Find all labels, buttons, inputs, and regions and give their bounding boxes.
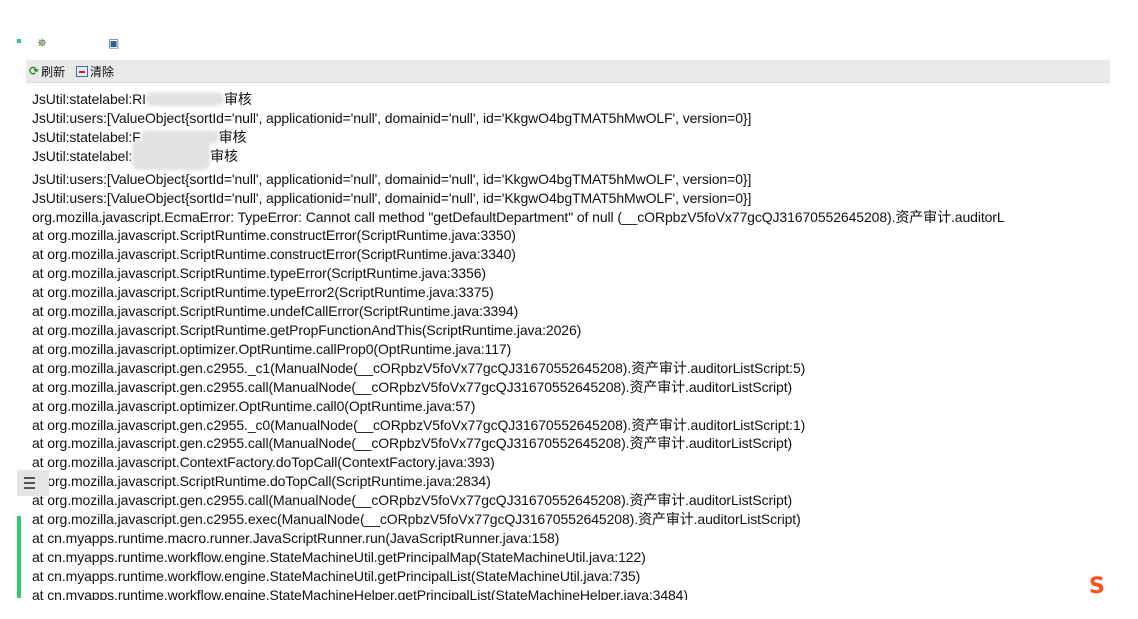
- log-text: at org.mozilla.javascript.ScriptRuntime.…: [32, 246, 516, 263]
- log-line: org.mozilla.javascript.EcmaError: TypeEr…: [32, 208, 1122, 227]
- monitor-icon[interactable]: ▣: [108, 36, 120, 50]
- log-line: at org.mozilla.javascript.ScriptRuntime.…: [32, 245, 1122, 264]
- log-text: 审核: [223, 91, 252, 107]
- log-text: JsUtil:users:[ValueObject{sortId='null',…: [32, 109, 752, 126]
- log-line: at org.mozilla.javascript.ScriptRuntime.…: [32, 283, 1122, 302]
- log-text: at org.mozilla.javascript.ScriptRuntime.…: [32, 284, 494, 301]
- log-line: at org.mozilla.javascript.ScriptRuntime.…: [32, 226, 1122, 245]
- log-text: 审核: [218, 128, 247, 145]
- clear-label: 清除: [90, 64, 115, 79]
- log-text: JsUtil:statelabel:RI: [32, 91, 146, 107]
- window-marker: [17, 39, 21, 43]
- log-text: 审核: [210, 147, 238, 164]
- log-text: at org.mozilla.javascript.gen.c2955._c1(…: [32, 359, 806, 376]
- log-text: at org.mozilla.javascript.gen.c2955.call…: [32, 435, 793, 452]
- log-line: JsUtil:users:[ValueObject{sortId='null',…: [32, 189, 1122, 208]
- log-text: at org.mozilla.javascript.ScriptRuntime.…: [32, 321, 582, 338]
- log-line: at cn.myapps.runtime.macro.runner.JavaSc…: [32, 529, 1122, 548]
- log-line: at org.mozilla.javascript.ScriptRuntime.…: [32, 302, 1122, 321]
- log-text: at org.mozilla.javascript.gen.c2955.call…: [32, 492, 793, 509]
- log-line: at cn.myapps.runtime.workflow.engine.Sta…: [32, 586, 1122, 600]
- log-output[interactable]: JsUtil:statelabel:RI 审核 JsUtil:users:[Val…: [32, 90, 1122, 600]
- log-text: at org.mozilla.javascript.gen.c2955._c0(…: [32, 416, 806, 433]
- log-line: at org.mozilla.javascript.gen.c2955.exec…: [32, 510, 1122, 529]
- log-text: at cn.myapps.runtime.workflow.engine.Sta…: [32, 548, 646, 565]
- log-text: at org.mozilla.javascript.ContextFactory…: [32, 454, 495, 471]
- log-text: JsUtil:users:[ValueObject{sortId='null',…: [32, 170, 752, 187]
- log-text: at org.mozilla.javascript.ScriptRuntime.…: [32, 227, 516, 244]
- log-text: at org.mozilla.javascript.gen.c2955.call…: [32, 378, 793, 395]
- log-text: at org.mozilla.javascript.optimizer.OptR…: [32, 397, 476, 414]
- console-toolbar: ⟳ 刷新 清除: [26, 60, 1110, 83]
- log-line: at org.mozilla.javascript.ContextFactory…: [32, 453, 1122, 472]
- log-text: JsUtil:statelabel:: [32, 147, 133, 164]
- log-line: at org.mozilla.javascript.optimizer.OptR…: [32, 340, 1122, 359]
- log-line: at org.mozilla.javascript.optimizer.OptR…: [32, 397, 1122, 416]
- clear-icon: [76, 65, 88, 77]
- redacted-region: [132, 139, 211, 170]
- refresh-icon: ⟳: [29, 64, 40, 78]
- clear-button[interactable]: 清除: [76, 63, 114, 79]
- sogou-logo-icon[interactable]: S: [1089, 574, 1105, 599]
- log-text: at cn.myapps.runtime.workflow.engine.Sta…: [32, 586, 688, 600]
- log-text: JsUtil:statelabel:F: [32, 128, 141, 145]
- log-text: at org.mozilla.javascript.ScriptRuntime.…: [32, 265, 486, 282]
- redacted-region: [145, 92, 224, 106]
- log-text: at cn.myapps.runtime.workflow.engine.Sta…: [32, 567, 641, 584]
- log-line: JsUtil:users:[ValueObject{sortId='null',…: [32, 170, 1122, 189]
- log-line: at org.mozilla.javascript.ScriptRuntime.…: [32, 264, 1122, 283]
- log-text: at org.mozilla.javascript.gen.c2955.exec…: [32, 511, 801, 528]
- log-line: at org.mozilla.javascript.ScriptRuntime.…: [32, 472, 1122, 491]
- log-line: at org.mozilla.javascript.gen.c2955.call…: [32, 491, 1122, 510]
- log-line: at cn.myapps.runtime.workflow.engine.Sta…: [32, 567, 1122, 586]
- log-line: at org.mozilla.javascript.gen.c2955._c1(…: [32, 359, 1122, 378]
- log-text: org.mozilla.javascript.EcmaError: TypeEr…: [32, 208, 1005, 225]
- log-text: at cn.myapps.runtime.macro.runner.JavaSc…: [32, 529, 560, 546]
- side-status-marker: [17, 516, 21, 598]
- log-line: at org.mozilla.javascript.gen.c2955._c0(…: [32, 416, 1122, 435]
- log-text: at org.mozilla.javascript.ScriptRuntime.…: [32, 473, 491, 490]
- log-line: at org.mozilla.javascript.gen.c2955.call…: [32, 378, 1122, 397]
- bug-icon[interactable]: ✵: [37, 36, 48, 50]
- floating-menu-button[interactable]: [17, 470, 49, 496]
- log-text: JsUtil:users:[ValueObject{sortId='null',…: [32, 189, 752, 206]
- log-line: at org.mozilla.javascript.gen.c2955.call…: [32, 434, 1122, 453]
- refresh-label: 刷新: [41, 64, 66, 79]
- refresh-button[interactable]: ⟳ 刷新: [29, 63, 65, 79]
- log-text: at org.mozilla.javascript.optimizer.OptR…: [32, 340, 512, 357]
- log-line: at org.mozilla.javascript.ScriptRuntime.…: [32, 321, 1122, 340]
- log-line: at cn.myapps.runtime.workflow.engine.Sta…: [32, 548, 1122, 567]
- log-text: at org.mozilla.javascript.ScriptRuntime.…: [32, 303, 519, 320]
- log-line: JsUtil:users:[ValueObject{sortId='null',…: [32, 109, 1122, 128]
- log-line: JsUtil:statelabel: 审核: [32, 139, 1122, 170]
- log-line: JsUtil:statelabel:RI 审核: [32, 90, 1122, 109]
